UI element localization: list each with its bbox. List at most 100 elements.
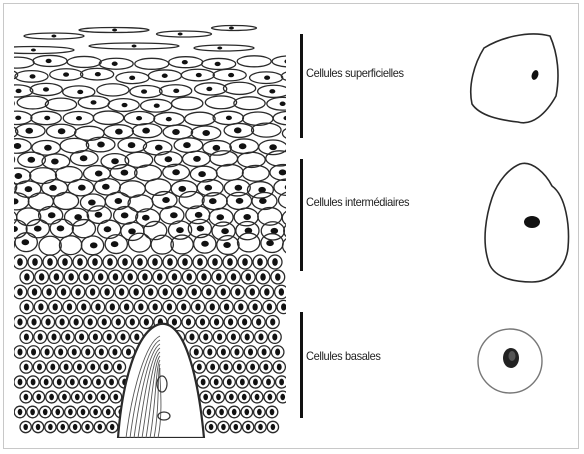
cell-nucleus: [30, 74, 36, 78]
cell-nucleus: [73, 424, 78, 430]
cell-nucleus: [279, 288, 284, 295]
cell-nucleus: [264, 288, 269, 295]
cell-nucleus: [48, 424, 53, 430]
cell-nucleus: [234, 424, 239, 430]
cell-nucleus: [90, 364, 95, 371]
intermediate-cell-illustration: [480, 156, 576, 292]
cell-nucleus: [112, 349, 117, 356]
cell-nucleus: [53, 303, 58, 310]
cell-nucleus: [279, 379, 284, 386]
intermediate-cell: [54, 192, 79, 209]
cell-nucleus: [121, 212, 129, 218]
cell-nucleus: [16, 89, 22, 93]
intermediate-cell: [282, 209, 286, 227]
cell-nucleus: [48, 212, 56, 218]
cell-nucleus: [285, 184, 286, 190]
cell-nucleus: [15, 116, 21, 120]
intermediate-cell: [252, 123, 282, 137]
cell-nucleus: [270, 409, 275, 415]
cell-nucleus: [45, 318, 50, 325]
label-superficial-cells: Cellules superficielles: [306, 66, 404, 80]
cell-nucleus: [242, 318, 247, 325]
cell-nucleus: [49, 185, 57, 191]
cell-nucleus: [243, 214, 251, 220]
cell-nucleus: [226, 116, 232, 120]
cell-nucleus: [95, 72, 101, 76]
cell-nucleus: [193, 156, 201, 162]
cell-nucleus: [178, 33, 183, 36]
cell-nucleus: [153, 303, 158, 310]
cell-nucleus: [43, 409, 48, 415]
cell-nucleus: [178, 186, 186, 192]
cell-nucleus: [210, 303, 215, 310]
cell-nucleus: [255, 394, 260, 401]
cell-nucleus: [177, 288, 182, 295]
intermediate-cell: [185, 112, 215, 125]
cell-nucleus: [189, 333, 194, 340]
cell-nucleus: [57, 379, 62, 386]
cell-nucleus: [88, 394, 93, 401]
cell-nucleus: [57, 225, 65, 231]
label-intermediate-cells: Cellules intermédiaires: [306, 195, 409, 209]
cell-nucleus: [115, 129, 123, 135]
cell-nucleus: [257, 258, 263, 266]
cell-nucleus: [203, 394, 208, 401]
cell-nucleus: [62, 258, 68, 266]
cell-nucleus: [32, 288, 37, 295]
cell-nucleus: [142, 128, 150, 134]
cell-nucleus: [210, 364, 215, 371]
cell-nucleus: [75, 288, 80, 295]
cell-nucleus: [88, 318, 93, 325]
cell-nucleus: [101, 394, 106, 401]
cell-nucleus: [162, 288, 167, 295]
intermediate-cell: [14, 57, 34, 68]
cell-nucleus: [112, 29, 117, 32]
cell-nucleus: [246, 424, 251, 430]
cell-nucleus: [269, 144, 277, 150]
cell-nucleus: [28, 157, 36, 163]
cell-nucleus: [235, 288, 240, 295]
cell-nucleus: [258, 333, 263, 340]
cell-nucleus: [272, 333, 277, 340]
cell-nucleus: [46, 59, 52, 63]
intermediate-cell: [39, 236, 61, 255]
cell-nucleus: [280, 102, 286, 106]
cell-nucleus: [80, 155, 88, 161]
cell-nucleus: [88, 199, 96, 205]
cell-nucleus: [90, 242, 98, 248]
cell-nucleus: [201, 241, 209, 247]
cell-nucleus: [256, 318, 261, 325]
cell-nucleus: [68, 409, 73, 415]
cell-nucleus: [137, 258, 143, 266]
cell-nucleus: [58, 349, 63, 356]
cell-nucleus: [165, 156, 173, 162]
cell-nucleus: [31, 318, 36, 325]
cell-nucleus: [257, 409, 262, 415]
cell-nucleus: [205, 185, 213, 191]
cell-nucleus: [197, 364, 202, 371]
cell-nucleus: [271, 424, 276, 430]
cell-nucleus: [258, 424, 263, 430]
cell-nucleus: [217, 47, 222, 50]
cell-nucleus: [63, 72, 69, 76]
superficial-cell-illustration: [466, 24, 566, 134]
cell-nucleus: [106, 409, 111, 415]
cell-nucleus: [170, 212, 178, 218]
cell-nucleus: [36, 394, 41, 401]
cell-nucleus: [262, 349, 267, 356]
cell-nucleus: [166, 117, 172, 121]
cell-nucleus: [234, 349, 239, 356]
cell-nucleus: [280, 394, 285, 401]
cell-nucleus: [136, 116, 142, 120]
cell-nucleus: [141, 89, 147, 93]
cell-nucleus: [250, 364, 255, 371]
cell-nucleus: [23, 424, 28, 430]
cell-nucleus: [55, 409, 60, 415]
intermediate-cell: [282, 126, 286, 140]
cell-nucleus: [18, 409, 23, 415]
cell-nucleus: [216, 394, 221, 401]
cell-nucleus: [51, 159, 59, 165]
cell-nucleus: [182, 60, 188, 64]
cell-nucleus: [228, 73, 234, 77]
cell-nucleus: [124, 303, 129, 310]
